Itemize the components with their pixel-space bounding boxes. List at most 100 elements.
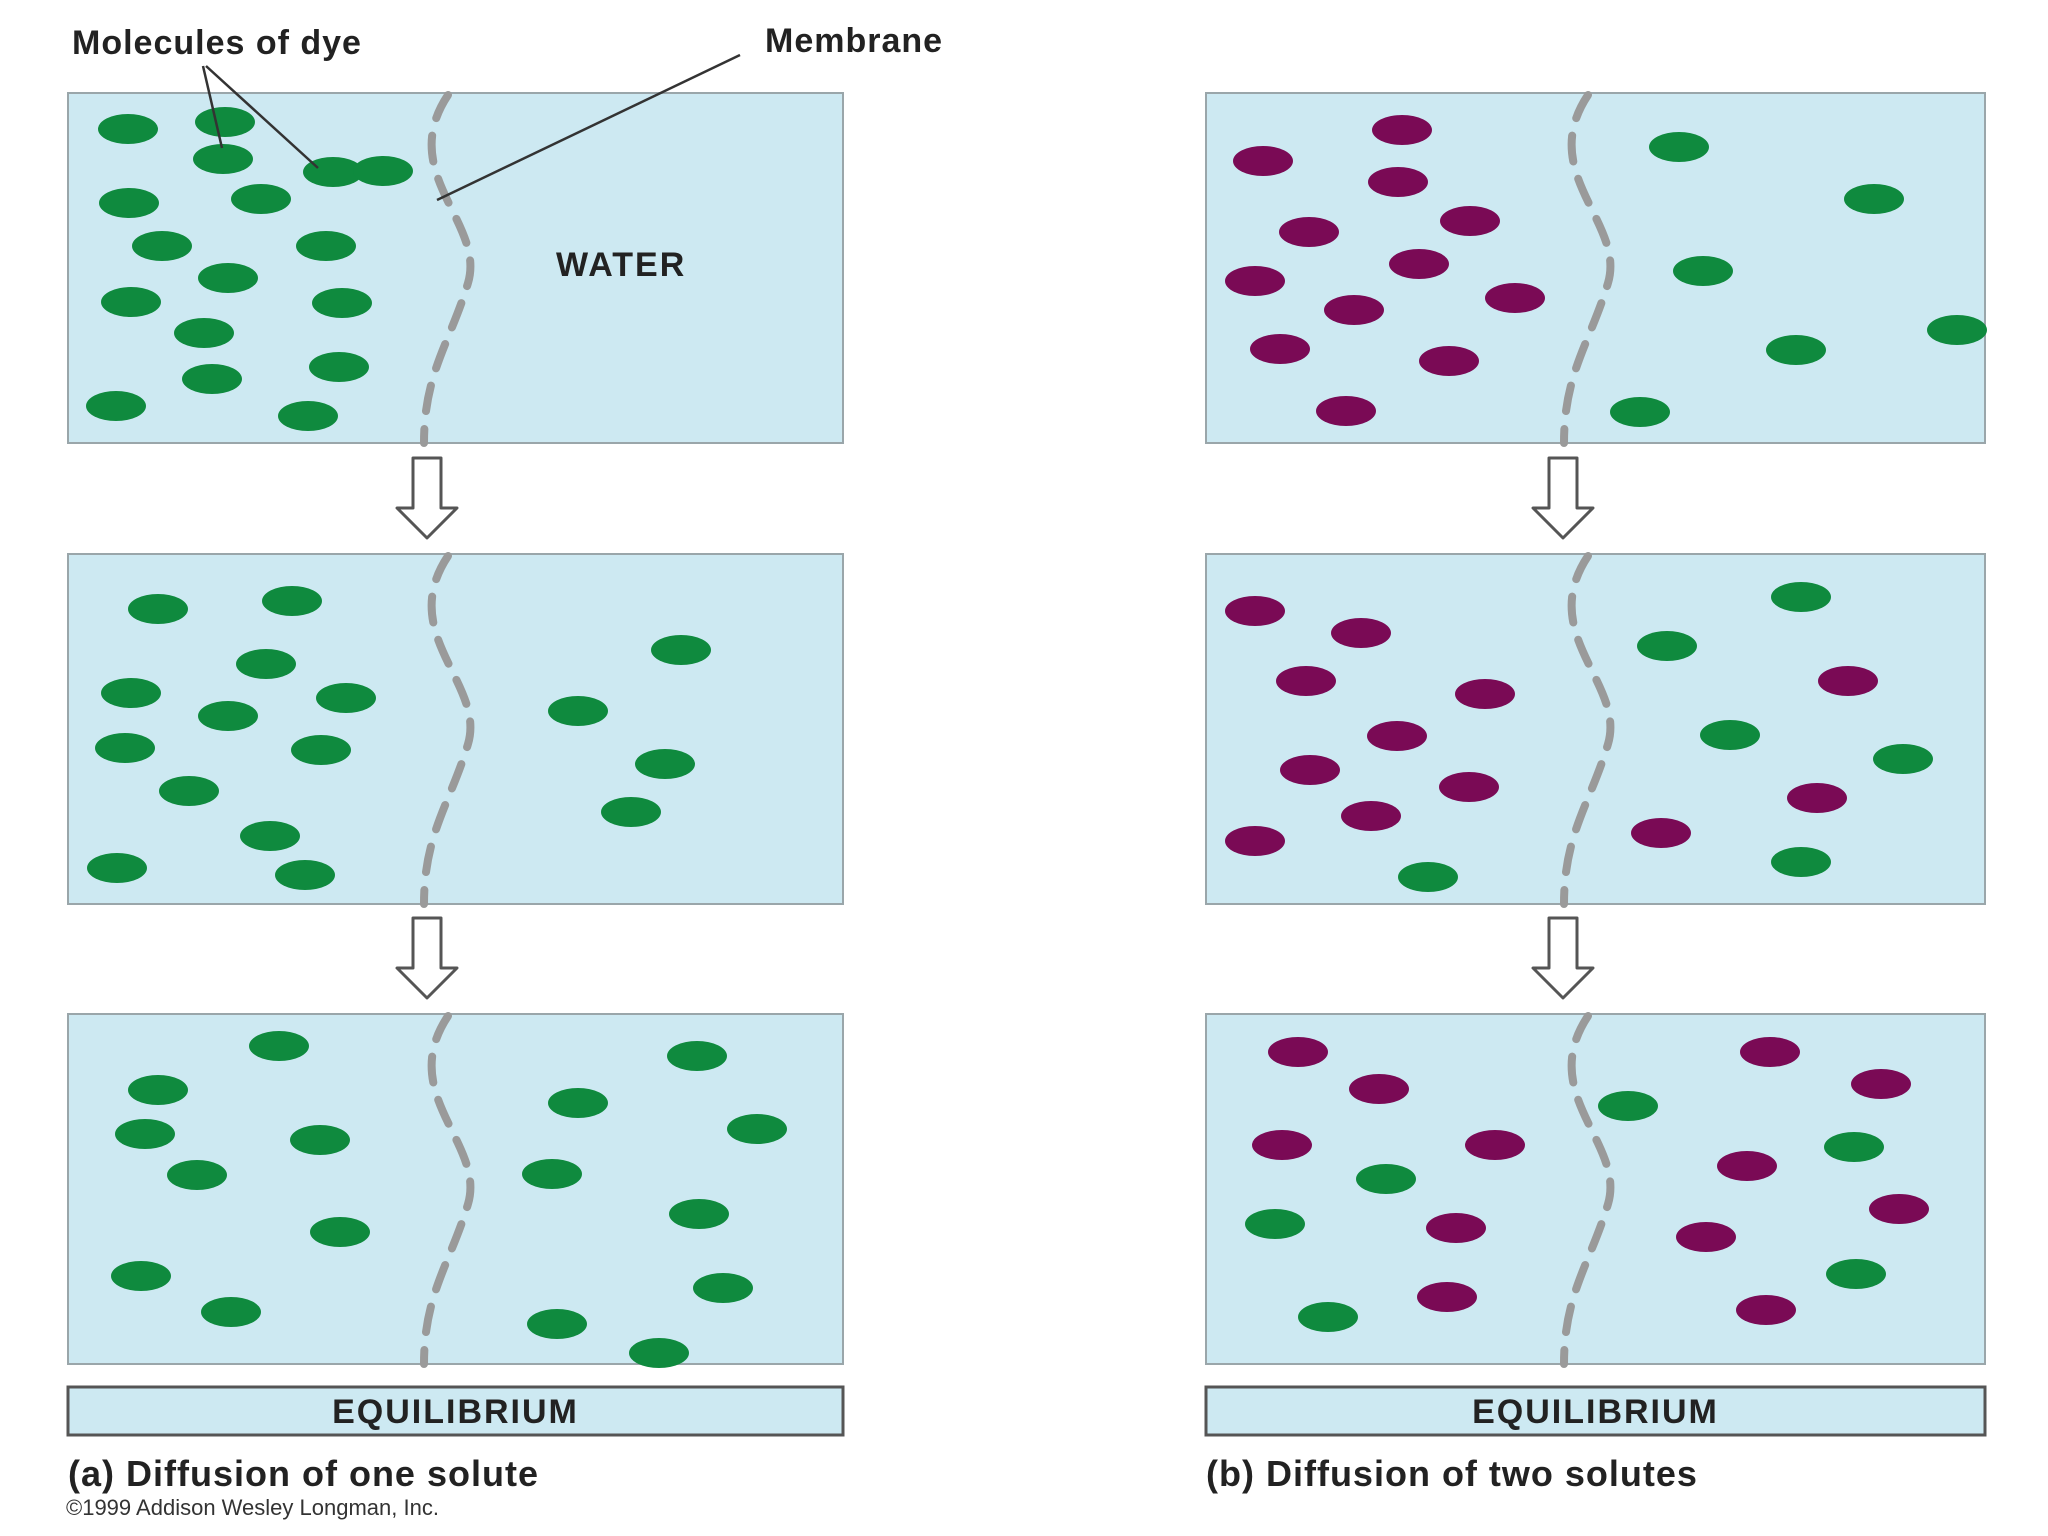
equilibrium-box-a: [66, 1385, 845, 1437]
green-dye-molecule: [1245, 1209, 1305, 1239]
green-dye-molecule: [174, 318, 234, 348]
molecules-of-dye-label: Molecules of dye: [72, 24, 362, 62]
green-dye-molecule: [1637, 631, 1697, 661]
green-dye-molecule: [1298, 1302, 1358, 1332]
green-dye-molecule: [1610, 397, 1670, 427]
green-dye-molecule: [669, 1199, 729, 1229]
purple-dye-molecule: [1280, 755, 1340, 785]
solution-container: [1205, 92, 1986, 444]
green-dye-molecule: [195, 107, 255, 137]
green-dye-molecule: [101, 287, 161, 317]
purple-dye-molecule: [1787, 783, 1847, 813]
equilibrium-label-b: EQUILIBRIUM: [1472, 1393, 1719, 1431]
membrane-line: [420, 91, 475, 447]
purple-dye-molecule: [1440, 206, 1500, 236]
purple-dye-molecule: [1341, 801, 1401, 831]
green-dye-molecule: [275, 860, 335, 890]
panel-a-2: [67, 552, 844, 908]
green-dye-molecule: [290, 1125, 350, 1155]
purple-dye-molecule: [1419, 346, 1479, 376]
membrane-line: [420, 1012, 475, 1368]
purple-dye-molecule: [1279, 217, 1339, 247]
green-dye-molecule: [1356, 1164, 1416, 1194]
green-dye-molecule: [1771, 847, 1831, 877]
green-dye-molecule: [128, 1075, 188, 1105]
green-dye-molecule: [95, 733, 155, 763]
green-dye-molecule: [98, 114, 158, 144]
green-dye-molecule: [1873, 744, 1933, 774]
green-dye-molecule: [309, 352, 369, 382]
green-dye-molecule: [667, 1041, 727, 1071]
purple-dye-molecule: [1233, 146, 1293, 176]
purple-dye-molecule: [1250, 334, 1310, 364]
green-dye-molecule: [101, 678, 161, 708]
green-dye-molecule: [111, 1261, 171, 1291]
green-dye-molecule: [167, 1160, 227, 1190]
green-dye-molecule: [548, 696, 608, 726]
green-dye-molecule: [249, 1031, 309, 1061]
copyright-notice: ©1999 Addison Wesley Longman, Inc.: [66, 1495, 439, 1520]
purple-dye-molecule: [1225, 266, 1285, 296]
purple-dye-molecule: [1417, 1282, 1477, 1312]
green-dye-molecule: [548, 1088, 608, 1118]
membrane-line: [1560, 1012, 1615, 1368]
green-dye-molecule: [1771, 582, 1831, 612]
dye-leader-line-2: [205, 65, 319, 169]
dye-leader-line-1: [201, 65, 224, 149]
green-dye-molecule: [303, 157, 363, 187]
down-arrow-icon: [1531, 916, 1595, 1000]
purple-dye-molecule: [1869, 1194, 1929, 1224]
purple-dye-molecule: [1465, 1130, 1525, 1160]
solution-container: [67, 1013, 844, 1365]
purple-dye-molecule: [1485, 283, 1545, 313]
purple-dye-molecule: [1268, 1037, 1328, 1067]
purple-dye-molecule: [1740, 1037, 1800, 1067]
green-dye-molecule: [522, 1159, 582, 1189]
green-dye-molecule: [601, 797, 661, 827]
purple-dye-molecule: [1276, 666, 1336, 696]
purple-dye-molecule: [1455, 679, 1515, 709]
purple-dye-molecule: [1367, 721, 1427, 751]
green-dye-molecule: [291, 735, 351, 765]
green-dye-molecule: [240, 821, 300, 851]
purple-dye-molecule: [1225, 596, 1285, 626]
green-dye-molecule: [727, 1114, 787, 1144]
caption-a: (a) Diffusion of one solute: [68, 1453, 539, 1494]
green-dye-molecule: [353, 156, 413, 186]
water-label: WATER: [556, 246, 687, 284]
purple-dye-molecule: [1225, 826, 1285, 856]
green-dye-molecule: [635, 749, 695, 779]
green-dye-molecule: [193, 144, 253, 174]
purple-dye-molecule: [1349, 1074, 1409, 1104]
green-dye-molecule: [262, 586, 322, 616]
purple-dye-molecule: [1372, 115, 1432, 145]
green-dye-molecule: [182, 364, 242, 394]
green-dye-molecule: [310, 1217, 370, 1247]
green-dye-molecule: [1398, 862, 1458, 892]
green-dye-molecule: [1766, 335, 1826, 365]
green-dye-molecule: [236, 649, 296, 679]
equilibrium-box-b: [1204, 1385, 1987, 1437]
solution-container: [67, 92, 844, 444]
green-dye-molecule: [1673, 256, 1733, 286]
purple-dye-molecule: [1439, 772, 1499, 802]
membrane-line: [1560, 91, 1615, 447]
solution-container: [67, 553, 844, 905]
down-arrow-icon: [395, 456, 459, 540]
green-dye-molecule: [128, 594, 188, 624]
purple-dye-molecule: [1324, 295, 1384, 325]
equilibrium-label-a: EQUILIBRIUM: [332, 1393, 579, 1431]
green-dye-molecule: [159, 776, 219, 806]
panel-b-2: [1205, 552, 1986, 908]
label-leader-lines: [201, 53, 741, 202]
panel-a-3: [67, 1012, 844, 1368]
green-dye-molecule: [693, 1273, 753, 1303]
green-dye-molecule: [1649, 132, 1709, 162]
green-dye-molecule: [115, 1119, 175, 1149]
green-dye-molecule: [198, 701, 258, 731]
green-dye-molecule: [198, 263, 258, 293]
green-dye-molecule: [312, 288, 372, 318]
green-dye-molecule: [1927, 315, 1987, 345]
caption-b: (b) Diffusion of two solutes: [1206, 1453, 1698, 1494]
